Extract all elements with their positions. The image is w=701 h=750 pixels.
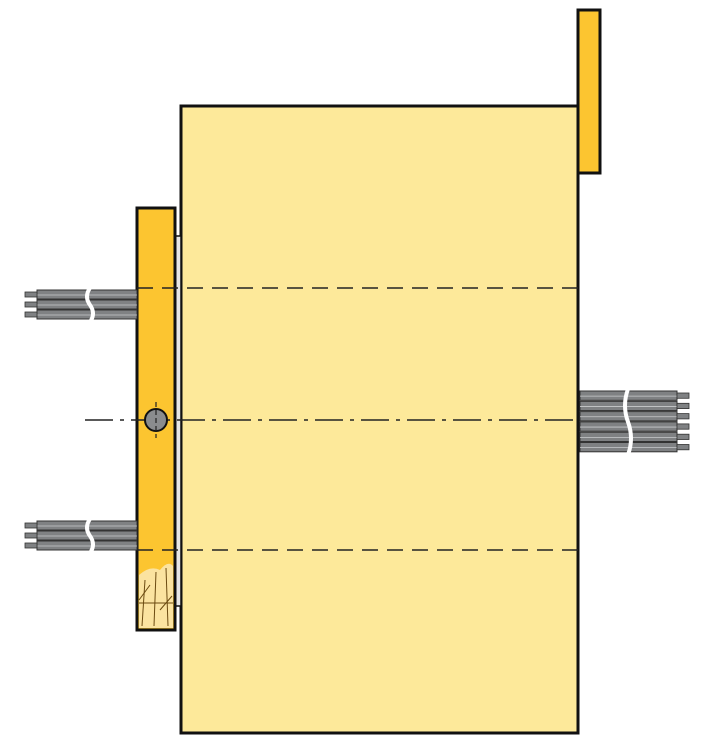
- cables: [24, 286, 690, 555]
- cable-left-bottom: [24, 517, 138, 555]
- screw-icon: [144, 402, 168, 438]
- cable-right: [579, 388, 690, 456]
- cable-left-top: [24, 286, 138, 324]
- left-bar: [135, 206, 177, 632]
- hatched-section: [138, 563, 173, 628]
- top-tab: [576, 8, 602, 175]
